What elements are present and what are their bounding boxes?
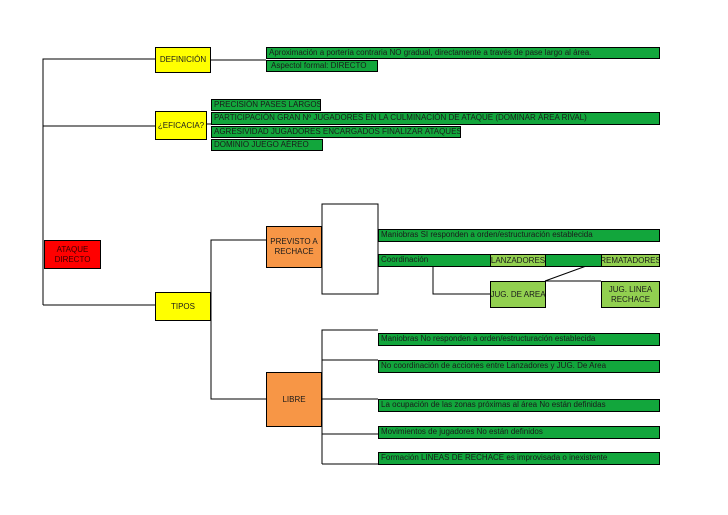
eficacia-item-1: PRECISIÓN PASES LARGOS (211, 99, 321, 111)
connector-libre-bracket (321, 329, 378, 464)
previsto-node: PREVISTO A RECHACE (266, 226, 322, 268)
libre-label: LIBRE (282, 394, 306, 404)
definicion-text-2: Aspectol formal: DIRECTO (266, 60, 378, 72)
definicion-node: DEFINICIÓN (155, 47, 211, 73)
previsto-jug-linea-rechace: JUG. LINEA RECHACE (601, 281, 660, 308)
libre-item-5: Formación LINEAS DE RECHACE es improvisa… (378, 452, 660, 465)
previsto-jug-area: JUG. DE AREA (490, 281, 546, 308)
eficacia-label: ¿EFICACIA? (157, 120, 205, 130)
root-label: ATAQUE DIRECTO (54, 244, 91, 264)
libre-item-3: La ocupación de las zonas próximas al ár… (378, 399, 660, 412)
eficacia-item-4: DOMINIO JUEGO AÉREO (211, 139, 323, 151)
connector-tipos-branches (210, 239, 266, 305)
connector-previsto-bracket (321, 203, 379, 295)
root-node: ATAQUE DIRECTO (44, 240, 101, 269)
definicion-label: DEFINICIÓN (159, 55, 207, 64)
libre-item-1: Maniobras No responden a orden/estructur… (378, 333, 660, 346)
libre-item-4: Movimientos de jugadores No están defini… (378, 426, 660, 439)
definicion-text-1: Aproximación a portería contraria NO gra… (266, 47, 660, 59)
libre-node: LIBRE (266, 372, 322, 427)
previsto-rematadores: REMATADORES (601, 254, 660, 267)
previsto-maniobras: Maniobras SI responden a orden/estructur… (378, 229, 660, 242)
eficacia-item-3: AGRESIVIDAD JUGADORES ENCARGADOS FINALIZ… (211, 126, 461, 138)
connector-coord-jugarea (432, 260, 490, 295)
tipos-label: TIPOS (170, 301, 195, 311)
tipos-node: TIPOS (155, 292, 211, 321)
connector-tipos-libre (210, 305, 266, 400)
libre-item-2: No coordinación de acciones entre Lanzad… (378, 360, 660, 373)
previsto-label: PREVISTO A RECHACE (270, 237, 318, 256)
eficacia-item-2: PARTICIPACIÓN GRAN Nº JUGADORES EN LA CU… (211, 112, 660, 125)
eficacia-node: ¿EFICACIA? (155, 111, 207, 140)
connector-root-definicion (42, 58, 155, 305)
previsto-lanzadores: LANZADORES (490, 254, 546, 267)
